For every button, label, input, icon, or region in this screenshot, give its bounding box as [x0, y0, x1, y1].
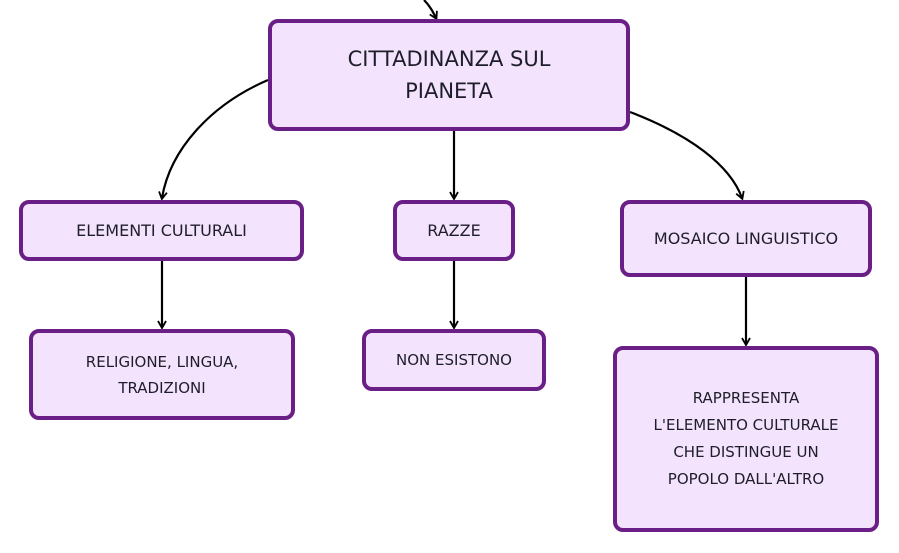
node-label: CITTADINANZA SUL PIANETA [347, 47, 551, 103]
node-label: RAPPRESENTA L'ELEMENTO CULTURALE CHE DIS… [653, 389, 839, 488]
node-label: MOSAICO LINGUISTICO [653, 229, 839, 248]
node-religione-lingua-tradizioni[interactable]: RELIGIONE, LINGUA, TRADIZIONI [29, 329, 295, 420]
node-label: RAZZE [427, 221, 481, 240]
node-rappresenta[interactable]: RAPPRESENTA L'ELEMENTO CULTURALE CHE DIS… [613, 346, 879, 532]
edge-incoming-root [423, 0, 438, 21]
node-label: ELEMENTI CULTURALI [76, 221, 247, 240]
node-razze[interactable]: RAZZE [393, 200, 515, 261]
node-non-esistono[interactable]: NON ESISTONO [362, 329, 546, 391]
node-cittadinanza-sul-pianeta[interactable]: CITTADINANZA SUL PIANETA [268, 19, 630, 131]
edge-root-cult [158, 78, 269, 201]
node-elementi-culturali[interactable]: ELEMENTI CULTURALI [19, 200, 304, 261]
node-mosaico-linguistico[interactable]: MOSAICO LINGUISTICO [620, 200, 872, 277]
node-label: NON ESISTONO [396, 351, 512, 369]
edge-root-mos [629, 110, 745, 201]
node-label: RELIGIONE, LINGUA, TRADIZIONI [85, 352, 239, 397]
